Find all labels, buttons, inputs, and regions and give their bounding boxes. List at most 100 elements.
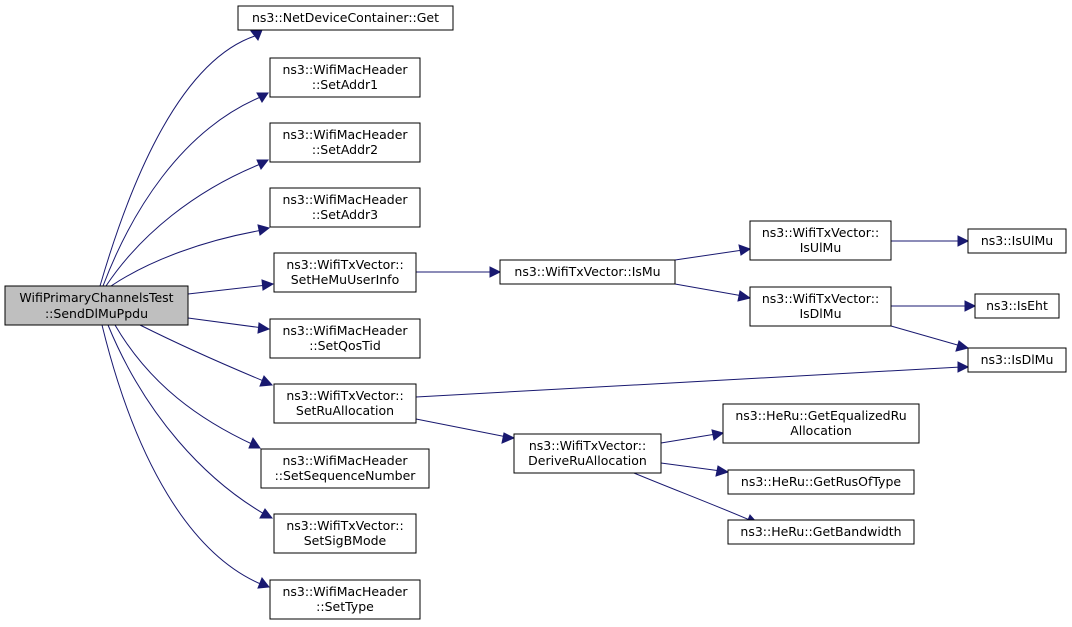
get-rus-of-type-label: ns3::HeRu::GetRusOfType <box>741 474 901 489</box>
node-is-eht[interactable]: ns3::IsEht <box>974 293 1060 319</box>
node-set-ru-allocation[interactable]: ns3::WifiTxVector:: SetRuAllocation <box>273 383 417 424</box>
arrowhead <box>259 375 274 387</box>
node-set-type[interactable]: ns3::WifiMacHeader ::SetType <box>269 579 421 620</box>
edge-line <box>674 249 744 261</box>
derive-ru-allocation-label-line1: ns3::WifiTxVector:: <box>529 438 646 453</box>
edge-line <box>110 229 264 287</box>
edge-line <box>890 325 962 347</box>
edge-line <box>633 472 753 522</box>
set-qos-tid-label-line2: ::SetQosTid <box>309 338 381 353</box>
node-get-rus-of-type[interactable]: ns3::HeRu::GetRusOfType <box>727 469 915 495</box>
node-set-addr3[interactable]: ns3::WifiMacHeader ::SetAddr3 <box>269 187 421 228</box>
set-addr3-label-line1: ns3::WifiMacHeader <box>282 192 408 207</box>
node-derive-ru-allocation[interactable]: ns3::WifiTxVector:: DeriveRuAllocation <box>513 433 662 474</box>
edge-line <box>99 34 259 287</box>
set-addr2-label-line1: ns3::WifiMacHeader <box>282 127 408 142</box>
arrowhead <box>257 322 271 334</box>
node-is-ul-mu-method[interactable]: ns3::WifiTxVector:: IsUlMu <box>749 220 892 261</box>
edge-line <box>107 324 267 516</box>
arrowhead <box>248 436 261 449</box>
is-dl-mu-method-label-line2: IsDlMu <box>799 306 841 321</box>
edge-line <box>101 324 264 586</box>
node-get-equalized-ru-allocation[interactable]: ns3::HeRu::GetEqualizedRu Allocation <box>722 403 920 444</box>
edge-line <box>105 162 264 287</box>
edge-root-to-set-qos-tid <box>187 317 271 334</box>
set-ru-allocation-label-line1: ns3::WifiTxVector:: <box>286 388 403 403</box>
edge-line <box>660 462 722 472</box>
edges-layer <box>99 29 977 589</box>
node-netdevice-container-get[interactable]: ns3::NetDeviceContainer::Get <box>237 5 454 31</box>
edge-line <box>660 433 717 444</box>
set-sigb-mode-label-line1: ns3::WifiTxVector:: <box>286 518 403 533</box>
get-bandwidth-label: ns3::HeRu::GetBandwidth <box>740 524 901 539</box>
node-get-bandwidth[interactable]: ns3::HeRu::GetBandwidth <box>727 519 915 545</box>
is-ul-mu-label: ns3::IsUlMu <box>981 233 1053 248</box>
node-set-sigb-mode[interactable]: ns3::WifiTxVector:: SetSigBMode <box>273 513 417 554</box>
arrowhead <box>257 224 271 236</box>
arrowhead <box>738 244 752 256</box>
edge-root-to-set-addr3 <box>110 224 271 287</box>
set-addr3-label-line2: ::SetAddr3 <box>312 207 378 222</box>
set-sigb-mode-label-line2: SetSigBMode <box>304 533 387 548</box>
node-set-addr2[interactable]: ns3::WifiMacHeader ::SetAddr2 <box>269 122 421 163</box>
set-he-mu-user-info-label-line1: ns3::WifiTxVector:: <box>286 257 403 272</box>
edge-line <box>114 324 255 446</box>
edge-root-to-set-sequence-number <box>114 324 261 449</box>
is-ul-mu-method-label-line2: IsUlMu <box>800 240 842 255</box>
derive-ru-allocation-label-line2: DeriveRuAllocation <box>528 453 647 468</box>
edge-derive-ru-allocation-to-get-equalized-ru-allocation <box>660 429 725 444</box>
node-root-send-dl-mu-ppdu[interactable]: WifiPrimaryChannelsTest ::SendDlMuPpdu <box>4 285 189 326</box>
arrowhead <box>715 465 730 477</box>
edge-root-to-set-addr1 <box>102 92 269 287</box>
edge-line <box>674 283 744 297</box>
arrowhead <box>257 577 270 589</box>
edge-is-dl-mu-method-to-is-dl-mu <box>890 325 970 352</box>
node-set-he-mu-user-info[interactable]: ns3::WifiTxVector:: SetHeMuUserInfo <box>273 252 417 293</box>
edge-line <box>187 284 268 295</box>
set-addr2-label-line2: ::SetAddr2 <box>312 142 378 157</box>
get-equalized-ru-allocation-label-line2: Allocation <box>790 423 852 438</box>
edge-set-ru-allocation-to-derive-ru-allocation <box>415 418 516 444</box>
edge-derive-ru-allocation-to-get-rus-of-type <box>660 462 730 477</box>
arrowhead <box>737 290 752 302</box>
set-type-label-line1: ns3::WifiMacHeader <box>282 584 408 599</box>
edge-is-dl-mu-method-to-is-eht <box>891 300 977 312</box>
node-is-dl-mu[interactable]: ns3::IsDlMu <box>967 347 1067 373</box>
node-set-qos-tid[interactable]: ns3::WifiMacHeader ::SetQosTid <box>269 318 421 359</box>
is-eht-label: ns3::IsEht <box>986 298 1048 313</box>
edge-line <box>187 317 264 329</box>
arrowhead <box>259 508 274 519</box>
set-type-label-line2: ::SetType <box>316 599 374 614</box>
edge-root-to-set-type <box>101 324 270 589</box>
set-sequence-number-label-line1: ns3::WifiMacHeader <box>282 453 408 468</box>
set-sequence-number-label-line2: ::SetSequenceNumber <box>275 468 417 483</box>
arrowhead <box>964 300 977 312</box>
edge-line <box>415 366 962 398</box>
edge-root-to-set-addr2 <box>105 159 270 287</box>
arrowhead <box>957 235 970 247</box>
edge-is-mu-to-is-dl-mu-method <box>674 283 752 302</box>
arrowhead <box>955 340 970 352</box>
netdevice-container-get-label: ns3::NetDeviceContainer::Get <box>252 10 439 25</box>
set-ru-allocation-label-line2: SetRuAllocation <box>296 403 394 418</box>
arrowhead <box>256 92 269 103</box>
is-ul-mu-method-label-line1: ns3::WifiTxVector:: <box>762 225 879 240</box>
edge-set-he-mu-user-info-to-is-mu <box>416 266 502 278</box>
node-is-dl-mu-method[interactable]: ns3::WifiTxVector:: IsDlMu <box>749 286 892 327</box>
edge-is-mu-to-is-ul-mu-method <box>674 244 752 261</box>
arrowhead <box>489 266 502 278</box>
node-is-mu[interactable]: ns3::WifiTxVector::IsMu <box>499 259 676 285</box>
edge-root-to-set-ru-allocation <box>139 324 274 387</box>
is-dl-mu-method-label-line1: ns3::WifiTxVector:: <box>762 291 879 306</box>
edge-line <box>415 418 508 438</box>
node-set-addr1[interactable]: ns3::WifiMacHeader ::SetAddr1 <box>269 57 421 98</box>
node-is-ul-mu[interactable]: ns3::IsUlMu <box>967 228 1067 254</box>
set-qos-tid-label-line1: ns3::WifiMacHeader <box>282 323 408 338</box>
edge-line <box>139 324 267 383</box>
edge-root-to-set-he-mu-user-info <box>187 279 275 295</box>
root-label-line2: ::SendDlMuPpdu <box>45 306 148 321</box>
arrowhead <box>957 361 970 373</box>
node-set-sequence-number[interactable]: ns3::WifiMacHeader ::SetSequenceNumber <box>260 448 430 489</box>
set-he-mu-user-info-label-line2: SetHeMuUserInfo <box>291 272 399 287</box>
